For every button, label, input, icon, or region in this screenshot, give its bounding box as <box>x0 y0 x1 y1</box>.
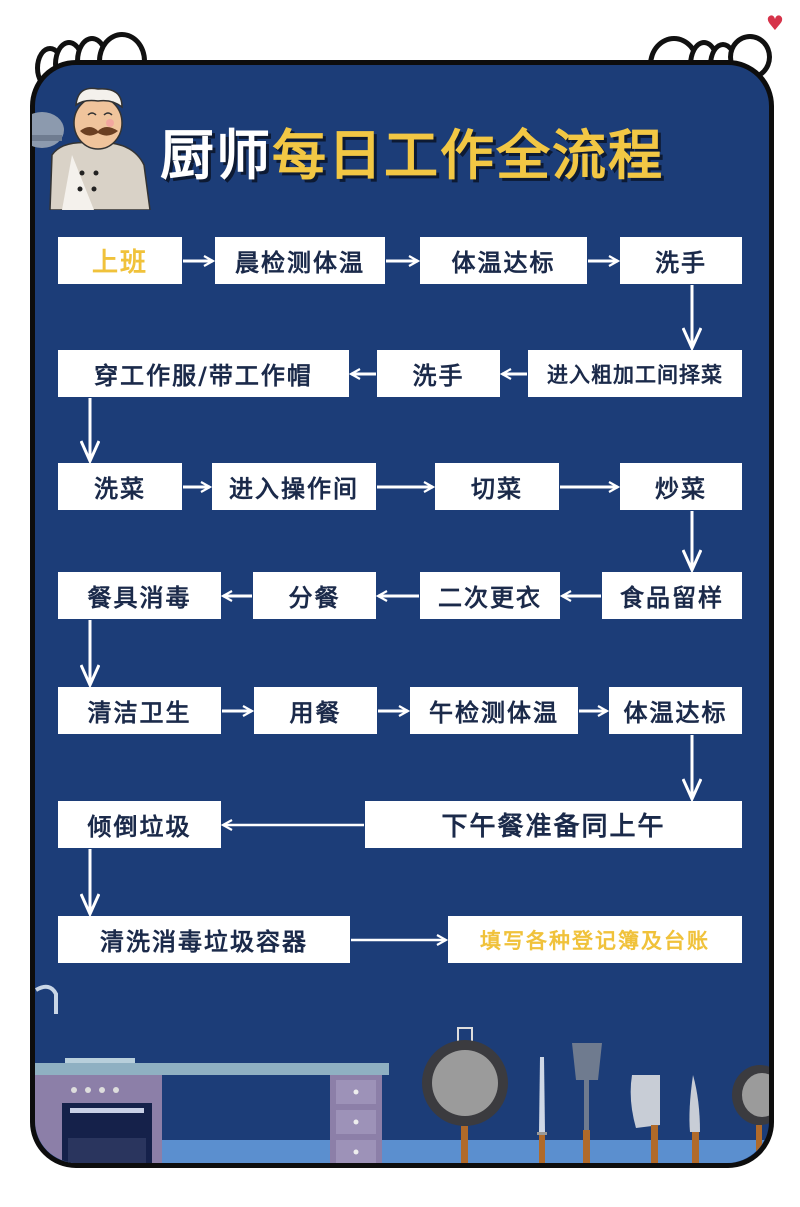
step-dump-garbage: 倾倒垃圾 <box>58 801 221 848</box>
step-wash-vegetables: 洗菜 <box>58 463 182 510</box>
step-wash-hands-2: 洗手 <box>377 350 500 397</box>
step-noon-temp-check: 午检测体温 <box>410 687 578 734</box>
step-clean-garbage-bins: 清洗消毒垃圾容器 <box>58 916 350 963</box>
chef-icon <box>32 87 151 210</box>
title-part-chef: 厨师 <box>160 123 272 187</box>
step-stir-fry: 炒菜 <box>620 463 742 510</box>
step-morning-temp-check: 晨检测体温 <box>215 237 385 284</box>
step-cut-vegetables: 切菜 <box>435 463 559 510</box>
step-temp-ok-1: 体温达标 <box>420 237 587 284</box>
heart-icon: ♥ <box>766 11 784 35</box>
step-enter-prep-room: 进入粗加工间择菜 <box>528 350 742 397</box>
step-fill-records: 填写各种登记簿及台账 <box>448 916 742 963</box>
step-afternoon-prep: 下午餐准备同上午 <box>365 801 742 848</box>
step-wear-uniform: 穿工作服/带工作帽 <box>58 350 349 397</box>
step-disinfect-tableware: 餐具消毒 <box>58 572 221 619</box>
step-temp-ok-2: 体温达标 <box>609 687 742 734</box>
step-cleaning: 清洁卫生 <box>58 687 221 734</box>
step-food-sample: 食品留样 <box>602 572 742 619</box>
step-start-work: 上班 <box>58 237 182 284</box>
step-enter-kitchen: 进入操作间 <box>212 463 376 510</box>
step-change-clothes: 二次更衣 <box>420 572 560 619</box>
step-serve-meals: 分餐 <box>253 572 376 619</box>
title-part-daily-workflow: 每日工作全流程 <box>272 123 664 187</box>
page-title: 厨师 每日工作全流程 <box>160 110 664 190</box>
step-have-meal: 用餐 <box>254 687 377 734</box>
step-wash-hands-1: 洗手 <box>620 237 742 284</box>
